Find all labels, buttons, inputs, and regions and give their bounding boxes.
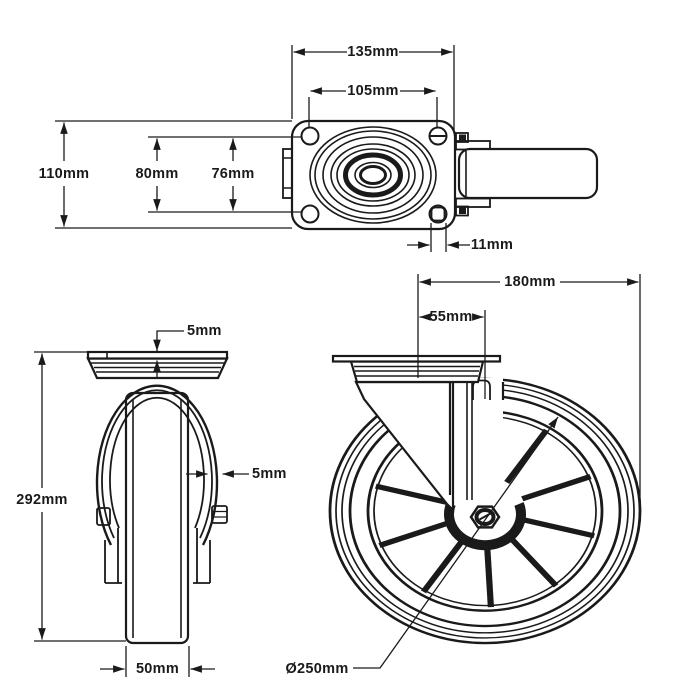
dim-fork-thickness: 5mm bbox=[186, 466, 287, 482]
top-plate-side bbox=[331, 354, 502, 363]
dim-wheel-width: 50mm bbox=[100, 646, 215, 677]
dim-hole-spacing-depth: 80mm bbox=[135, 136, 301, 213]
front-view: 5mm 5mm 292mm 50mm bbox=[16, 323, 286, 677]
side-view: 180mm 55mm Ø250mm bbox=[285, 274, 642, 677]
top-view: 135mm 105mm 110mm 80mm 76mm bbox=[39, 44, 599, 253]
dim-plate-thickness: 5mm bbox=[153, 323, 222, 379]
dim-label-inner-spacing: 76mm bbox=[211, 166, 254, 182]
dim-label-wheel-width: 50mm bbox=[136, 661, 179, 677]
dim-swivel-offset: 55mm bbox=[419, 309, 486, 399]
dim-label-plate-width: 135mm bbox=[347, 44, 398, 60]
axle-bolt-head bbox=[96, 507, 111, 526]
dim-label-overall-length: 180mm bbox=[504, 274, 555, 290]
hub-ring bbox=[444, 502, 526, 551]
dim-wheel-diameter: Ø250mm bbox=[285, 416, 559, 677]
dim-label-plate-thickness: 5mm bbox=[187, 323, 222, 339]
bolt-holes bbox=[300, 126, 448, 224]
dim-hole-diameter: 11mm bbox=[407, 223, 513, 253]
dim-label-hole-spacing-width: 105mm bbox=[347, 83, 398, 99]
kingpin-lines bbox=[466, 382, 473, 500]
dim-hole-spacing-width: 105mm bbox=[308, 83, 438, 127]
dim-label-plate-depth: 110mm bbox=[39, 166, 90, 182]
dim-label-overall-height: 292mm bbox=[16, 492, 67, 508]
swivel-raceway-rings-top bbox=[309, 126, 437, 224]
axle-center bbox=[474, 508, 496, 526]
plate-side-tab bbox=[282, 148, 293, 199]
fork-legs bbox=[96, 505, 228, 584]
dim-label-swivel-offset: 55mm bbox=[429, 309, 472, 325]
dim-overall-length: 180mm bbox=[417, 274, 641, 505]
wheel-top-view bbox=[457, 147, 599, 200]
axle-nut bbox=[211, 505, 228, 524]
top-plate-front bbox=[86, 350, 229, 360]
dim-label-hole-spacing-depth: 80mm bbox=[135, 166, 178, 182]
dim-plate-depth: 110mm bbox=[39, 120, 292, 229]
wheel-front-view bbox=[124, 391, 190, 645]
dim-inner-spacing: 76mm bbox=[211, 138, 254, 211]
dim-label-wheel-diameter: Ø250mm bbox=[285, 661, 348, 677]
dim-overall-height: 292mm bbox=[16, 351, 126, 642]
dim-label-hole-diameter: 11mm bbox=[471, 237, 513, 253]
mounting-plate-top bbox=[290, 119, 457, 231]
square-hole-detail bbox=[430, 206, 446, 222]
wheel-tread-lines bbox=[132, 399, 182, 638]
fork-column-fill bbox=[450, 378, 503, 490]
dim-plate-width: 135mm bbox=[291, 44, 455, 130]
kingpin-bolt bbox=[472, 379, 491, 400]
dim-label-fork-thickness: 5mm bbox=[252, 466, 287, 482]
